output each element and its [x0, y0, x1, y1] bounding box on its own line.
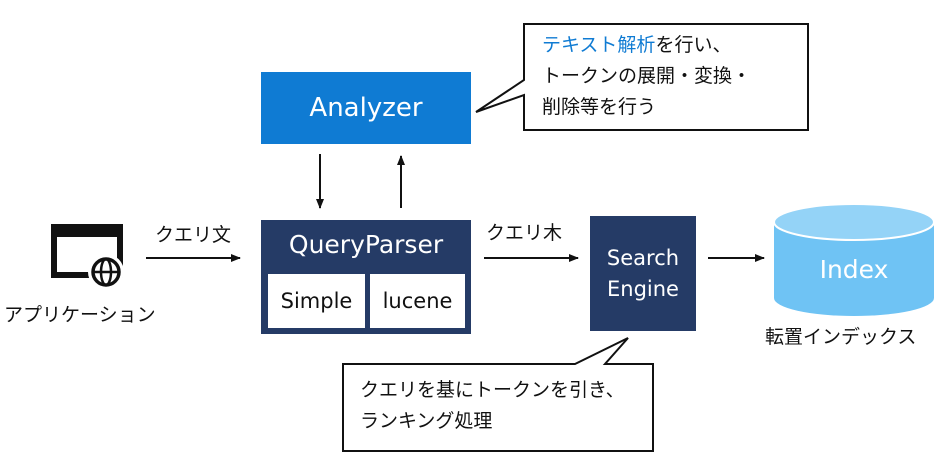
searchengine-callout-line2: ランキング処理: [360, 410, 493, 432]
flow-arrows: [146, 154, 765, 262]
analyzer-label: Analyzer: [309, 93, 423, 123]
searchengine-label-line2: Engine: [607, 276, 679, 301]
analyzer-callout-bubble: [475, 23, 809, 131]
parser-simple-box: Simple: [268, 274, 365, 328]
query-string-label: クエリ文: [155, 224, 232, 246]
inverted-index-label: 転置インデックス: [765, 326, 917, 348]
query-tree-label: クエリ木: [486, 222, 563, 244]
browser-window-globe-icon: [51, 224, 124, 290]
index-cylinder: [773, 203, 935, 316]
parser-lucene-label: lucene: [382, 289, 453, 313]
analyzer-callout-line2: トークンの展開・変換・: [542, 65, 752, 87]
index-label: Index: [819, 255, 889, 284]
queryparser-label: QueryParser: [288, 230, 444, 259]
searchengine-label-line1: Search: [606, 245, 680, 270]
analyzer-callout-line1-rest: を行い、: [655, 34, 732, 56]
analyzer-callout-text: テキスト解析を行い、 トークンの展開・変換・ 削除等を行う: [542, 30, 751, 123]
searchengine-callout-text: クエリを基にトークンを引き、 ランキング処理: [360, 375, 625, 437]
searchengine-box: Search Engine: [590, 216, 696, 331]
parser-lucene-box: lucene: [370, 274, 465, 328]
searchengine-callout-line1: クエリを基にトークンを引き、: [360, 379, 625, 401]
application-label: アプリケーション: [4, 304, 156, 326]
analyzer-callout-line3: 削除等を行う: [542, 96, 657, 118]
analyzer-callout-accent: テキスト解析: [542, 34, 656, 56]
searchengine-callout-bubble: [342, 337, 654, 452]
analyzer-box: Analyzer: [261, 72, 471, 144]
parser-simple-label: Simple: [280, 289, 353, 313]
